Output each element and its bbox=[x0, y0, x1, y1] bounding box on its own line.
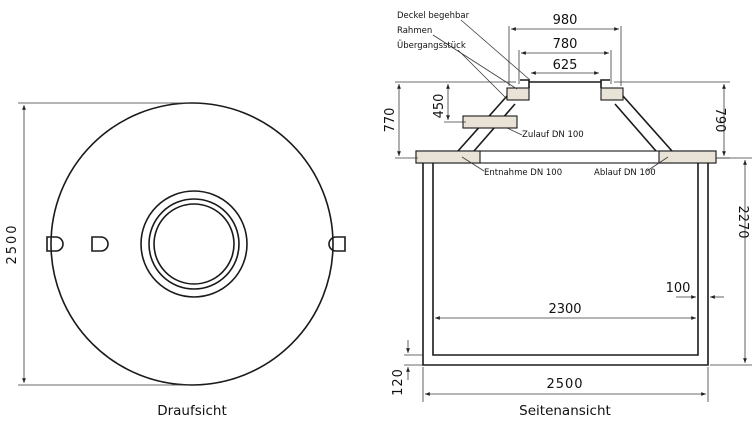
tank-wall-outer bbox=[422, 163, 709, 366]
pipe-stub-right bbox=[328, 236, 346, 252]
leader-outlet bbox=[646, 156, 669, 172]
cone-right bbox=[614, 95, 673, 152]
dim-diameter-2500: 2500 bbox=[5, 223, 20, 264]
label-transition: Übergangsstück bbox=[397, 40, 466, 51]
frame-right bbox=[600, 87, 624, 101]
dim-980: 980 bbox=[553, 13, 578, 28]
manhole-ring-mid bbox=[148, 198, 240, 290]
leader-inlet bbox=[506, 127, 523, 136]
label-inlet: Zulauf DN 100 bbox=[522, 130, 584, 140]
dim-2300: 2300 bbox=[548, 302, 581, 317]
label-outlet: Ablauf DN 100 bbox=[594, 168, 656, 178]
dim-770: 770 bbox=[383, 108, 398, 133]
manhole-ring-outer bbox=[140, 190, 248, 298]
dim-120: 120 bbox=[391, 368, 406, 396]
dim-625: 625 bbox=[553, 58, 578, 73]
side-view: Deckel begehbar Rahmen Übergangsstück Zu… bbox=[383, 11, 752, 419]
top-view: 2500 Draufsicht bbox=[5, 102, 346, 419]
leader-cover bbox=[460, 19, 531, 81]
leader-frame bbox=[432, 34, 518, 90]
leader-extraction bbox=[461, 156, 485, 172]
dim-100: 100 bbox=[666, 281, 691, 296]
label-extraction: Entnahme DN 100 bbox=[484, 168, 562, 178]
dim-790: 790 bbox=[712, 108, 727, 133]
pipe-stub-left bbox=[46, 236, 64, 252]
dim-780: 780 bbox=[553, 37, 578, 52]
dim-2500-side: 2500 bbox=[546, 377, 583, 392]
frame-left bbox=[506, 87, 530, 101]
tank-outline-top bbox=[50, 102, 334, 386]
label-cover: Deckel begehbar bbox=[397, 11, 470, 21]
caption-side-view: Seitenansicht bbox=[519, 403, 611, 419]
dim-2270: 2270 bbox=[735, 205, 750, 238]
manhole-ring-inner bbox=[153, 203, 235, 285]
leader-transition bbox=[457, 49, 509, 101]
pipe-extraction bbox=[415, 150, 481, 164]
tank-wall-inner bbox=[432, 163, 699, 356]
pipe-stub-center bbox=[91, 236, 109, 252]
caption-top-view: Draufsicht bbox=[157, 403, 227, 419]
label-frame: Rahmen bbox=[397, 26, 432, 36]
dim-450: 450 bbox=[432, 94, 447, 119]
pipe-outlet bbox=[658, 150, 717, 164]
cover-rim bbox=[520, 79, 610, 88]
pipe-inlet bbox=[462, 115, 518, 129]
